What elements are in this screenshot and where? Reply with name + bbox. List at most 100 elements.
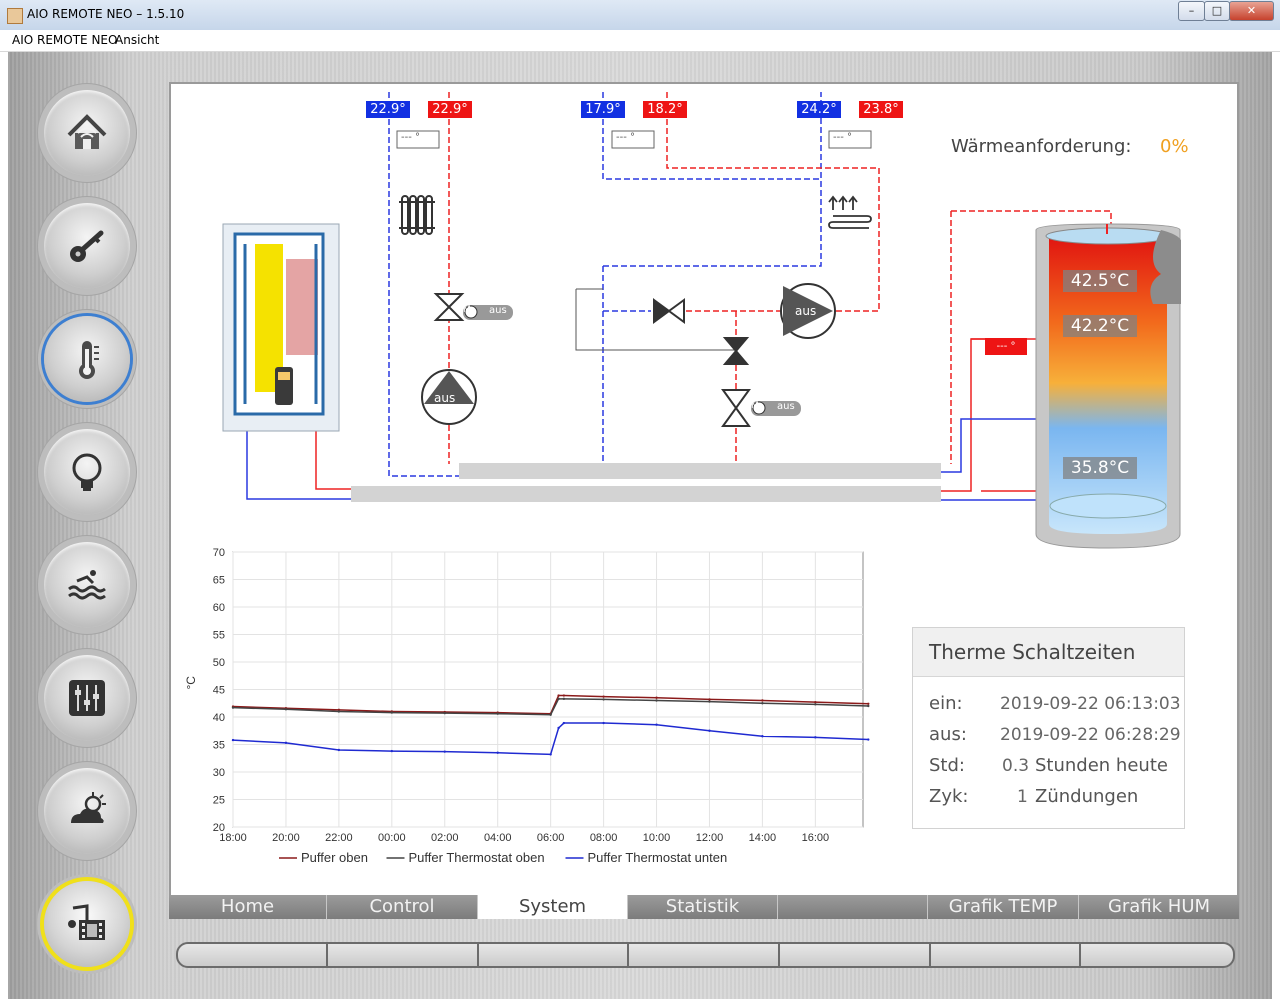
ein-label: ein: <box>929 693 963 714</box>
tab-empty[interactable] <box>778 895 928 919</box>
pump2-status: aus <box>795 304 817 318</box>
bottom-segment[interactable] <box>778 944 780 966</box>
series-point <box>562 697 566 701</box>
series-point <box>337 748 341 752</box>
boiler-icon <box>222 223 340 432</box>
bottom-segment[interactable] <box>1079 944 1081 966</box>
y-tick-label: 30 <box>213 767 225 779</box>
tank-inlet-sensor: --- ° <box>985 338 1027 355</box>
floor-heating-icon <box>828 195 872 229</box>
tab-statistik[interactable]: Statistik <box>628 895 778 919</box>
series-point <box>231 738 235 742</box>
bottom-segment[interactable] <box>627 944 629 966</box>
schaltzeiten-card: Therme Schaltzeiten ein: 2019-09-22 06:1… <box>912 627 1185 829</box>
puffer-bottom-temp: 35.8°C <box>1063 457 1137 479</box>
y-tick-label: 60 <box>213 602 225 614</box>
aus-label: aus: <box>929 724 967 745</box>
bottom-segment[interactable] <box>326 944 328 966</box>
series-point <box>284 708 288 711</box>
tab-system[interactable]: System <box>478 895 628 919</box>
minimize-button[interactable]: – <box>1178 1 1205 21</box>
manifold-lower <box>351 486 941 502</box>
legend-label-2: Puffer Thermostat unten <box>588 850 728 865</box>
ein-value: 2019-09-22 06:13:03 <box>1000 694 1181 714</box>
std-label: Std: <box>929 755 965 776</box>
series-point <box>655 723 658 726</box>
series-point <box>443 750 446 753</box>
x-tick-label: 22:00 <box>325 832 353 844</box>
series-point <box>390 749 394 753</box>
menu-aio-remote-neo[interactable]: AIO REMOTE NEO <box>12 33 118 47</box>
valve1-motor-label: M <box>463 305 471 315</box>
waves-icon <box>68 570 106 600</box>
circuit3-sensor: --- ° <box>833 132 853 143</box>
y-tick-label: 55 <box>213 630 225 642</box>
puffer-top-temp: 42.5°C <box>1063 270 1137 292</box>
nav-mixer-button[interactable] <box>44 655 130 741</box>
lightbulb-icon <box>72 453 102 491</box>
bottom-segment[interactable] <box>929 944 931 966</box>
series-point <box>602 721 605 725</box>
series-point <box>390 711 394 714</box>
nav-temperature-button[interactable] <box>44 316 130 402</box>
valve2-motor-label: M <box>751 401 759 411</box>
maximize-button[interactable]: □ <box>1204 1 1230 21</box>
x-tick-label: 20:00 <box>272 832 300 844</box>
nav-pool-button[interactable] <box>44 542 130 628</box>
tab-control[interactable]: Control <box>327 895 478 919</box>
tab-bar: Home Control System Statistik Grafik TEM… <box>169 895 1239 919</box>
house-icon <box>67 114 107 149</box>
series-point <box>761 699 764 702</box>
nav-media-button[interactable] <box>44 881 130 967</box>
zyk-label: Zyk: <box>929 786 969 807</box>
series-point <box>814 700 817 704</box>
window-titlebar: AIO REMOTE NEO – 1.5.10 – □ ✕ <box>0 0 1280 31</box>
system-panel: 22.9° 22.9° 17.9° 18.2° 24.2° 23.8° --- … <box>171 84 1237 895</box>
x-tick-label: 16:00 <box>802 832 830 844</box>
tab-grafik-hum[interactable]: Grafik HUM <box>1107 896 1211 917</box>
y-tick-label: 45 <box>213 685 225 697</box>
y-tick-label: 40 <box>213 712 225 724</box>
bottom-segment[interactable] <box>477 944 479 966</box>
series-point <box>549 753 552 756</box>
window-title: AIO REMOTE NEO – 1.5.10 <box>27 7 185 21</box>
menubar: AIO REMOTE NEO Ansicht <box>0 30 1280 52</box>
legend-label-1: Puffer Thermostat oben <box>409 850 545 865</box>
nav-light-button[interactable] <box>44 429 130 515</box>
nav-home-button[interactable] <box>44 90 130 176</box>
legend-label-0: Puffer oben <box>301 850 368 865</box>
series-point <box>496 712 499 715</box>
nav-key-button[interactable] <box>44 203 130 289</box>
circuit1-return-temp: 22.9° <box>366 101 410 118</box>
tab-grafik-temp[interactable]: Grafik TEMP <box>928 895 1079 919</box>
zyk-value: 1 <box>1017 787 1028 807</box>
y-tick-label: 50 <box>213 657 225 669</box>
key-icon <box>70 230 104 262</box>
series-point <box>562 694 566 697</box>
schaltzeiten-title: Therme Schaltzeiten <box>913 628 1184 677</box>
std-suffix: Stunden heute <box>1035 755 1168 776</box>
circuit2-flow-temp: 18.2° <box>643 101 687 118</box>
series-point <box>496 751 499 754</box>
series-point <box>443 711 446 715</box>
nav-weather-button[interactable] <box>44 768 130 854</box>
close-button[interactable]: ✕ <box>1229 1 1274 21</box>
y-axis-label: °C <box>184 676 198 690</box>
series-point <box>761 702 764 705</box>
menu-ansicht[interactable]: Ansicht <box>115 33 160 47</box>
x-tick-label: 14:00 <box>749 832 777 844</box>
series-point <box>557 694 560 697</box>
thermometer-icon <box>79 341 99 379</box>
sliders-icon <box>69 680 105 716</box>
waermeanforderung-value: 0% <box>1160 136 1189 157</box>
aus-value: 2019-09-22 06:28:29 <box>1000 725 1181 745</box>
series-point <box>867 704 870 708</box>
x-tick-label: 00:00 <box>378 832 406 844</box>
tab-home[interactable]: Home <box>169 895 327 919</box>
zyk-suffix: Zündungen <box>1035 786 1139 807</box>
circuit1-sensor: --- ° <box>401 132 421 143</box>
x-tick-label: 18:00 <box>219 832 247 844</box>
hydraulic-diagram <box>222 92 1181 549</box>
radiator-icon <box>399 195 435 235</box>
